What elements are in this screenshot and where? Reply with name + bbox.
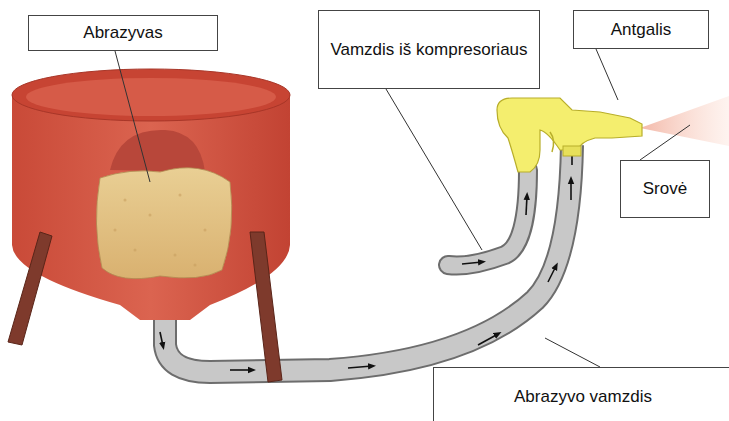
callout-box: Abrazyvas [28,15,218,51]
gun-inlet [563,146,581,156]
flow-arrow [160,150,572,370]
sand-grain [114,194,207,267]
callout-label: Abrazyvo vamzdis [514,386,652,407]
abrasive-sand [96,168,231,279]
callout-label: Antgalis [611,19,671,40]
callout-label: Vamzdis iš kompresoriaus [330,39,527,60]
tank-rim [26,78,276,116]
leader-line [115,49,690,367]
tank-body [12,95,290,320]
callout-box: Abrazyvo vamzdis [433,367,729,421]
compressor-hose-outline [448,170,528,266]
tank-leg [8,232,52,345]
compressor-hose [448,170,528,266]
gun-trigger [550,132,554,152]
tank-top [12,69,290,121]
callout-label: Srovė [643,178,687,199]
callout-box: Antgalis [573,10,709,49]
abrasive-jet [640,96,729,146]
flow-arrow [462,196,527,264]
cutaway-dome [110,130,205,172]
tank-leg [250,232,282,382]
callout-box: Vamzdis iš kompresoriaus [318,10,540,89]
callout-label: Abrazyvas [83,22,162,43]
callout-box: Srovė [620,160,710,218]
